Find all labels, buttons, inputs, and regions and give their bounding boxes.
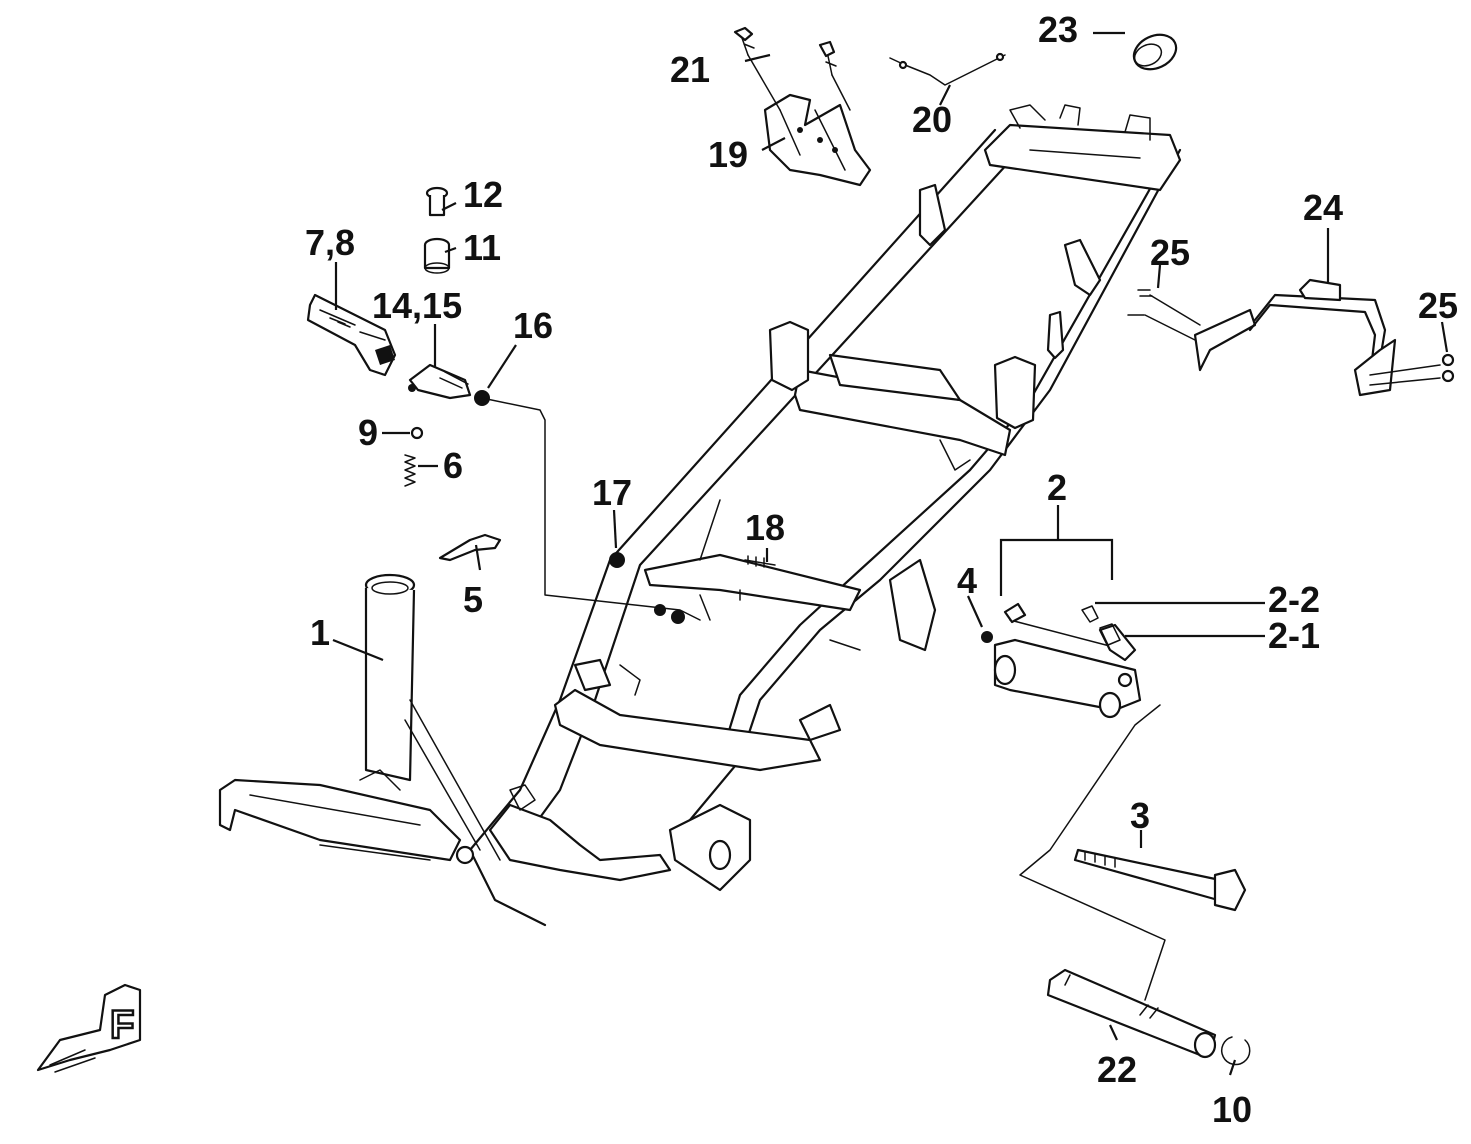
part-18-bolt — [744, 555, 776, 568]
part-24-rear-carrier — [1193, 278, 1441, 397]
part-9-washer — [410, 426, 424, 440]
part-17-nut — [609, 552, 685, 624]
callout-21: 21 — [670, 49, 710, 90]
install-guide-line — [1019, 704, 1166, 1001]
leader-lines — [332, 31, 1449, 1076]
callout-11: 11 — [463, 227, 501, 268]
part-2-1-bushing — [1099, 623, 1121, 646]
part-6-spring — [404, 454, 416, 487]
callout-2-2: 2-2 — [1268, 579, 1320, 620]
part-4-nut — [981, 631, 993, 643]
callout-17: 17 — [592, 472, 632, 513]
part-2-engine-hanger — [993, 602, 1142, 719]
callout-25-left: 25 — [1150, 232, 1190, 273]
callout-16: 16 — [513, 305, 553, 346]
callout-labels: 21 19 23 20 12 11 7,8 14,15 16 9 6 5 1 1… — [305, 9, 1458, 1130]
callout-12: 12 — [463, 174, 503, 215]
part-21-bolt — [733, 26, 851, 111]
callout-2: 2 — [1047, 467, 1067, 508]
part-25-bolt-right — [1441, 353, 1455, 383]
front-indicator-glyph: F — [110, 1003, 134, 1047]
callout-9: 9 — [358, 412, 378, 453]
callout-14-15: 14,15 — [372, 285, 462, 326]
part-23-bushing — [1132, 33, 1178, 71]
callout-1: 1 — [310, 612, 330, 653]
callout-2-1: 2-1 — [1268, 615, 1320, 656]
callout-23: 23 — [1038, 9, 1078, 50]
part-11-collar — [423, 237, 451, 274]
part-14-15-pivot — [408, 363, 472, 400]
part-12-pin — [425, 186, 449, 217]
callout-18: 18 — [745, 507, 785, 548]
brake-cable — [481, 397, 701, 621]
part-5-clip — [438, 533, 502, 562]
part-22-axle — [1046, 968, 1217, 1059]
callout-7-8: 7,8 — [305, 222, 355, 263]
part-20-cable — [889, 52, 1006, 86]
callout-24: 24 — [1303, 187, 1343, 228]
callout-20: 20 — [912, 99, 952, 140]
part-2-2-bushing — [1081, 605, 1099, 623]
callout-3: 3 — [1130, 795, 1150, 836]
part-7-8-footrest — [306, 293, 397, 377]
part-25-bolt-left — [1127, 289, 1201, 341]
callout-5: 5 — [463, 579, 483, 620]
callout-19: 19 — [708, 134, 748, 175]
part-19-bracket — [763, 93, 872, 187]
callout-25-right: 25 — [1418, 285, 1458, 326]
callout-10: 10 — [1212, 1089, 1252, 1130]
main-frame — [218, 104, 1182, 927]
callout-22: 22 — [1097, 1049, 1137, 1090]
front-direction-indicator: F — [36, 983, 142, 1073]
callout-6: 6 — [443, 445, 463, 486]
part-3-bolt — [1073, 848, 1247, 912]
callout-4: 4 — [957, 560, 977, 601]
